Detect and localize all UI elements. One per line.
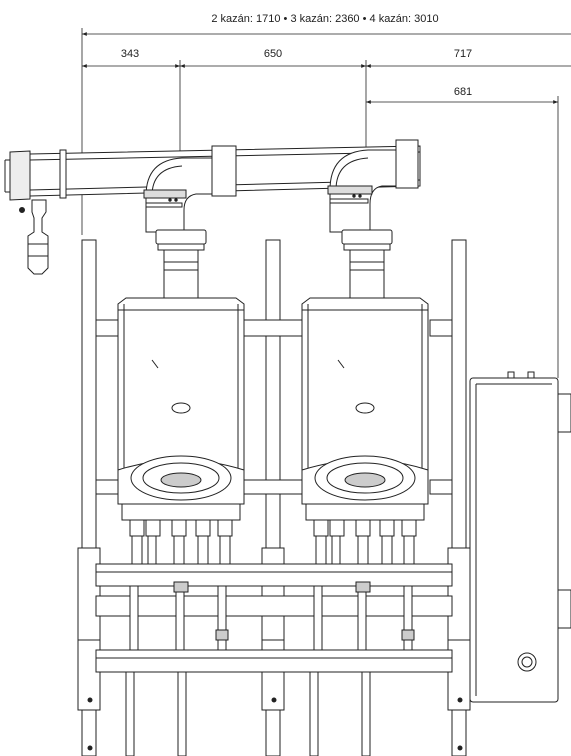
frame-posts xyxy=(77,239,471,756)
flue-elbow-left xyxy=(143,157,213,303)
boiler-unit-2 xyxy=(301,297,429,565)
dimension-681-label: 681 xyxy=(453,86,473,98)
dimension-343-label: 343 xyxy=(120,48,140,60)
dimension-717-label: 717 xyxy=(453,48,473,60)
manifold-pipes xyxy=(95,563,453,756)
hydraulic-separator xyxy=(469,371,571,703)
boiler-unit-1 xyxy=(117,297,245,565)
frame-rails xyxy=(95,319,453,495)
total-width-label: 2 kazán: 1710 • 3 kazán: 2360 • 4 kazán:… xyxy=(211,13,439,25)
dimension-650-label: 650 xyxy=(263,48,283,60)
flue-elbow-right xyxy=(327,149,397,303)
